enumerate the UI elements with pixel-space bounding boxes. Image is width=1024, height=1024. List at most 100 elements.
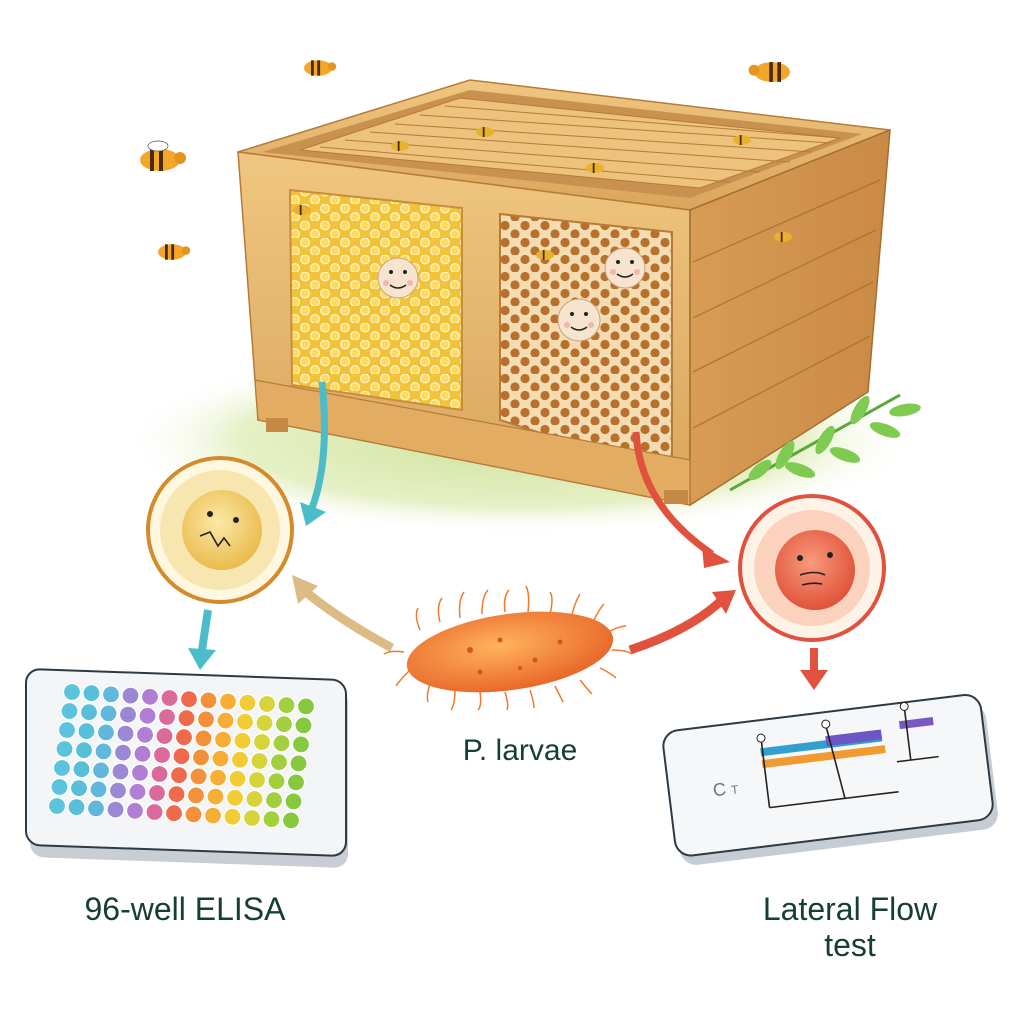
elisa-well xyxy=(277,696,296,715)
larva-face-infected-1 xyxy=(604,247,646,289)
elisa-well xyxy=(213,730,233,749)
elisa-well xyxy=(99,704,118,723)
bee-icons xyxy=(140,60,792,260)
elisa-well xyxy=(130,763,150,782)
elisa-well xyxy=(108,781,128,800)
elisa-well xyxy=(47,796,67,816)
elisa-wells xyxy=(47,682,316,830)
elisa-well xyxy=(252,732,272,752)
elisa-well xyxy=(230,750,250,769)
elisa-well xyxy=(235,712,255,731)
bee-icon xyxy=(391,141,409,151)
elisa-well xyxy=(269,753,289,772)
elisa-well xyxy=(199,691,218,710)
elisa-well xyxy=(257,694,277,714)
larva-face-healthy xyxy=(377,257,419,299)
bee-icon xyxy=(586,163,604,173)
elisa-well xyxy=(67,798,86,817)
elisa-well xyxy=(272,734,291,753)
elisa-well xyxy=(79,703,99,722)
elisa-well xyxy=(135,725,155,744)
elisa-well xyxy=(74,741,94,760)
elisa-well xyxy=(50,777,69,797)
elisa-well xyxy=(179,690,199,709)
lateral-flow-cassette: C T xyxy=(662,694,998,865)
elisa-well xyxy=(118,705,138,724)
elisa-label: 96-well ELISA xyxy=(84,891,286,927)
lfa-control-mark: C xyxy=(712,779,727,800)
elisa-well xyxy=(233,731,252,750)
lfa-label-line1: Lateral Flow xyxy=(762,891,938,927)
leaf-branch xyxy=(729,393,921,492)
elisa-well xyxy=(128,782,147,801)
elisa-well xyxy=(101,685,121,704)
elisa-well xyxy=(91,761,111,780)
elisa-well xyxy=(57,720,77,740)
elisa-well xyxy=(267,772,286,791)
elisa-well xyxy=(274,715,294,734)
arrow-bacterium-to-healthy-sample xyxy=(292,575,395,652)
infected-larva-sample xyxy=(738,494,886,642)
bee-icon xyxy=(476,127,494,137)
larva-face-infected-2 xyxy=(557,298,601,342)
elisa-well xyxy=(62,682,82,702)
elisa-well xyxy=(255,713,274,733)
elisa-well xyxy=(138,706,157,725)
elisa-well xyxy=(208,768,228,787)
elisa-well xyxy=(174,728,194,747)
hive-side xyxy=(689,128,891,507)
elisa-well xyxy=(145,802,164,822)
bee-icon xyxy=(304,60,337,76)
bee-icon xyxy=(748,62,790,82)
elisa-well xyxy=(111,762,130,781)
arrow-infected-sample-to-lfa xyxy=(800,648,828,690)
elisa-well xyxy=(167,785,186,804)
elisa-well xyxy=(69,779,89,798)
elisa-well xyxy=(296,697,316,716)
elisa-well xyxy=(169,766,189,785)
elisa-well xyxy=(125,801,145,820)
elisa-well xyxy=(291,735,311,754)
elisa-well xyxy=(264,791,284,810)
elisa-well xyxy=(172,747,191,766)
elisa-well xyxy=(152,745,172,765)
bacterium-label: P. larvae xyxy=(462,734,578,767)
elisa-well xyxy=(155,726,174,746)
elisa-well xyxy=(89,780,108,799)
elisa-well xyxy=(281,811,301,830)
elisa-well xyxy=(121,686,140,705)
elisa-well xyxy=(164,804,184,823)
elisa-well xyxy=(242,808,262,828)
elisa-well xyxy=(60,701,79,721)
elisa-well xyxy=(206,787,225,806)
arrow-bacterium-to-infected-sample xyxy=(628,590,736,655)
elisa-well xyxy=(77,722,96,741)
bee-icon xyxy=(733,135,751,145)
elisa-well xyxy=(203,806,223,825)
bee-icon xyxy=(536,250,554,260)
elisa-well xyxy=(262,810,281,829)
elisa-well xyxy=(189,767,208,786)
elisa-well xyxy=(177,709,196,728)
healthy-honeycomb xyxy=(288,188,463,412)
elisa-well xyxy=(186,786,206,805)
elisa-well xyxy=(82,684,101,703)
bee-icon xyxy=(293,205,311,215)
elisa-well xyxy=(289,754,308,773)
elisa-well xyxy=(94,742,113,761)
elisa-well xyxy=(238,693,257,712)
elisa-well xyxy=(225,788,245,807)
elisa-well xyxy=(140,687,160,706)
elisa-well xyxy=(106,800,125,819)
arrow-hive-to-infected-sample xyxy=(632,431,730,568)
bee-icon xyxy=(140,140,186,171)
elisa-plate xyxy=(25,668,348,868)
lfa-label: Lateral Flow test xyxy=(700,891,1000,964)
bee-icon xyxy=(774,232,792,242)
elisa-well xyxy=(116,724,135,743)
elisa-well xyxy=(196,710,216,729)
elisa-well xyxy=(211,749,230,768)
elisa-well xyxy=(55,739,74,759)
arrow-hive-to-healthy-sample xyxy=(300,381,328,526)
